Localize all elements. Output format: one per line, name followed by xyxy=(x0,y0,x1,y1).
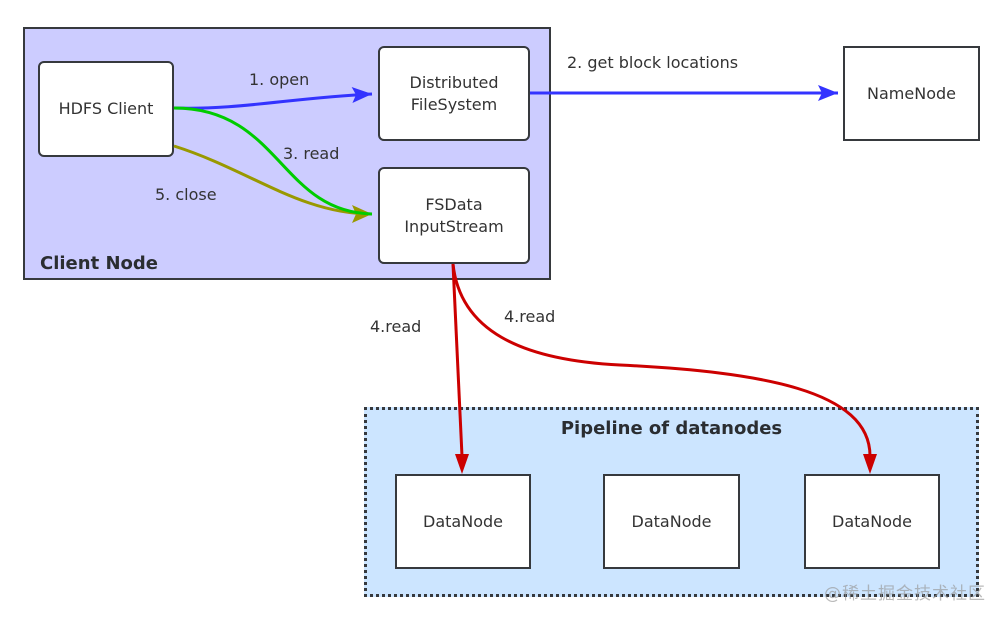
edge-label-read-datanode-1: 4.read xyxy=(370,317,422,336)
datanode-2[interactable]: DataNode xyxy=(603,474,740,569)
distributed-filesystem-label: Distributed FileSystem xyxy=(409,72,499,114)
namenode-label: NameNode xyxy=(867,83,956,103)
client-node-label: Client Node xyxy=(40,253,158,274)
pipeline-label: Pipeline of datanodes xyxy=(560,418,783,439)
datanode-label: DataNode xyxy=(832,511,912,531)
namenode-node[interactable]: NameNode xyxy=(843,46,980,141)
datanode-3[interactable]: DataNode xyxy=(804,474,940,569)
fsdata-inputstream-node[interactable]: FSData InputStream xyxy=(378,167,530,264)
datanode-1[interactable]: DataNode xyxy=(395,474,531,569)
watermark: @稀土掘金技术社区 xyxy=(824,584,986,604)
fsdata-inputstream-label: FSData InputStream xyxy=(404,194,504,236)
datanode-label: DataNode xyxy=(631,511,712,531)
distributed-filesystem-node[interactable]: Distributed FileSystem xyxy=(378,46,530,141)
edge-label-read-datanode-3: 4.read xyxy=(504,307,556,326)
hdfs-client-node[interactable]: HDFS Client xyxy=(38,61,174,157)
edge-label-get-block-locations: 2. get block locations xyxy=(567,53,739,72)
edge-label-read: 3. read xyxy=(283,144,340,163)
edge-label-close: 5. close xyxy=(155,185,217,204)
hdfs-client-label: HDFS Client xyxy=(58,99,154,118)
edge-label-open: 1. open xyxy=(249,70,310,89)
datanode-label: DataNode xyxy=(423,511,503,531)
